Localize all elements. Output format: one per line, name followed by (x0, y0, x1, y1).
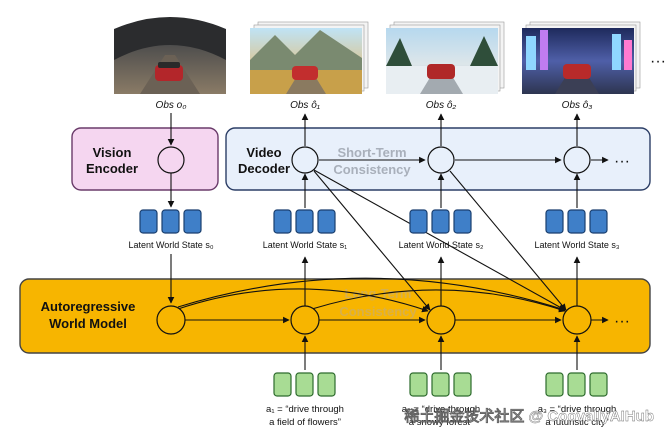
action-tokens (273, 372, 608, 397)
world-node-0 (156, 305, 186, 335)
decoder-node-2 (427, 146, 455, 174)
short-term-label-line2: Consistency (333, 162, 411, 177)
obs-label-2: Obs ô₂ (426, 100, 457, 111)
world-node-2 (426, 305, 456, 335)
world-node-3 (562, 305, 592, 335)
encoder-node (157, 146, 185, 174)
world-ellipsis: ··· (614, 313, 630, 330)
world-model-label-line2: World Model (49, 316, 127, 331)
long-term-label-line2: Consistency (339, 304, 417, 319)
decoder-node-3 (563, 146, 591, 174)
world-node-1 (290, 305, 320, 335)
watermark: 稀土掘金技术社区 @ CoovallyAIHub (404, 407, 654, 425)
latent-label-2: Latent World State s₂ (399, 240, 484, 250)
action-label-3-line1: a₃ = “drive through (538, 404, 617, 415)
video-decoder-label-line1: Video (246, 145, 281, 160)
nodes (156, 146, 592, 335)
latent-label-3: Latent World State s₃ (534, 240, 619, 250)
obs-image-3 (522, 21, 641, 94)
obs-label-3: Obs ô₃ (562, 100, 593, 111)
vision-encoder-label-line1: Vision (93, 145, 132, 160)
latent-tokens (139, 209, 608, 234)
action-label-1-line1: a₁ = “drive through (266, 404, 344, 415)
short-term-label-line1: Short-Term (337, 145, 406, 160)
obs-label-0: Obs o₀ (156, 100, 187, 111)
decoder-node-1 (291, 146, 319, 174)
action-label-2-line2: a snowy forest” (409, 417, 473, 428)
obs-label-1: Obs ô₁ (290, 100, 320, 111)
world-model-label-line1: Autoregressive (41, 299, 136, 314)
action-label-2-line1: a₂ = “drive through (402, 404, 480, 415)
obs-image-2 (386, 21, 505, 94)
latent-label-1: Latent World State s₁ (263, 240, 347, 250)
arrows (167, 113, 609, 370)
action-label-1-line2: a field of flowers” (269, 417, 341, 428)
obs-image-1 (250, 21, 369, 94)
vision-encoder-box (71, 127, 219, 191)
latent-label-0: Latent World State s₀ (128, 240, 213, 250)
vision-encoder-label-line2: Encoder (86, 161, 138, 176)
decoder-ellipsis: ··· (614, 153, 630, 170)
video-decoder-label-line2: Decoder (238, 161, 290, 176)
top-ellipsis: ··· (650, 53, 666, 70)
action-label-3-line2: a futuristic city” (545, 417, 608, 428)
obs-image-0 (114, 17, 226, 94)
